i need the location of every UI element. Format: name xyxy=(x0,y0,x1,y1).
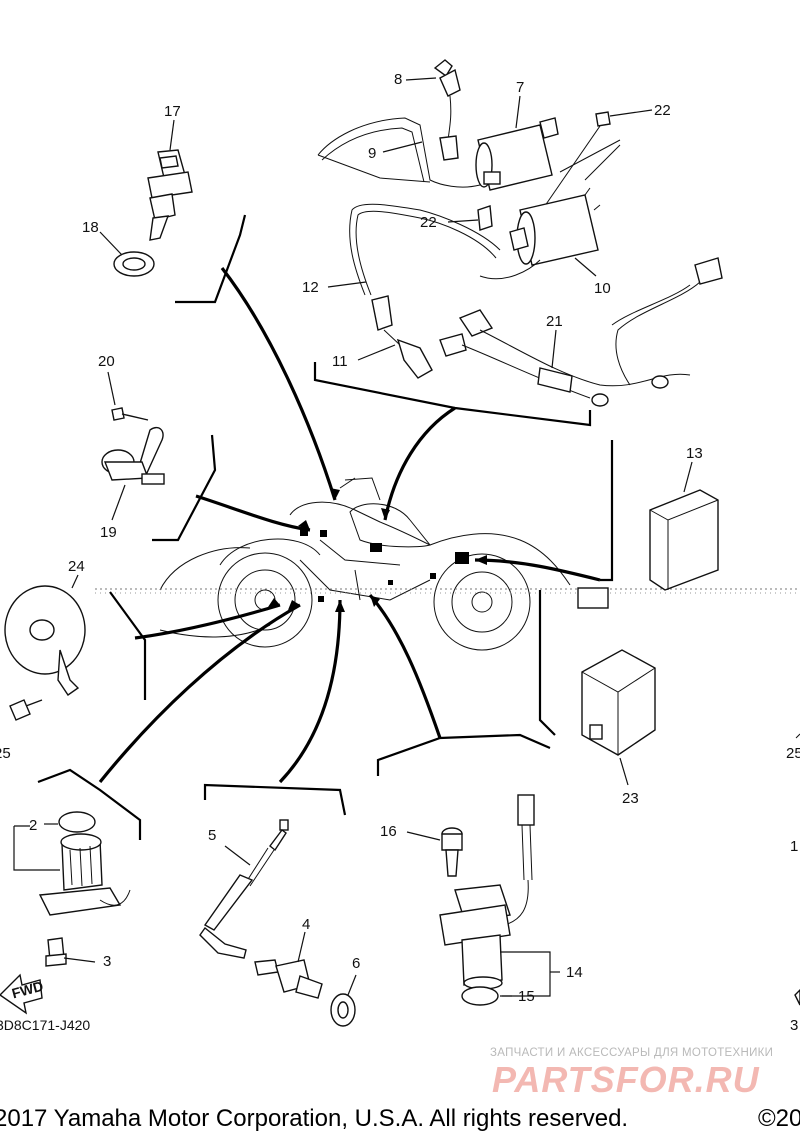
callout-16: 16 xyxy=(380,823,397,840)
copyright-text: 2017 Yamaha Motor Corporation, U.S.A. Al… xyxy=(0,1105,628,1132)
callout-14: 14 xyxy=(566,964,583,981)
diagram-code: 3D8C171-J420 xyxy=(0,1017,90,1033)
callout-19: 19 xyxy=(100,524,117,541)
part-4-spark-plug xyxy=(254,959,323,999)
callout-2: 2 xyxy=(29,817,37,834)
callout-24: 24 xyxy=(68,558,85,575)
callout-leaders xyxy=(13,77,693,997)
part-8-plug-cap xyxy=(433,59,461,161)
watermark-tagline: ЗАПЧАСТИ И АКСЕССУАРЫ ДЛЯ МОТОТЕХНИКИ xyxy=(490,1047,773,1059)
dotted-band xyxy=(95,588,800,594)
callout-22-top: 22 xyxy=(654,102,671,119)
callout-13: 13 xyxy=(686,445,703,462)
part-13-ecu xyxy=(577,489,719,609)
copyright-right-fragment: ©20 xyxy=(758,1105,800,1132)
part-10-ignition-coil xyxy=(509,187,601,266)
callout-9: 9 xyxy=(368,145,376,162)
part-18-washer xyxy=(113,251,155,277)
part-5-lead xyxy=(199,819,289,959)
part-19-sensor xyxy=(101,426,165,485)
callout-20: 20 xyxy=(98,353,115,370)
callout-7: 7 xyxy=(516,79,524,96)
callout-11: 11 xyxy=(332,353,348,370)
callout-3: 3 xyxy=(103,953,111,970)
callout-25-right-edge: 25 xyxy=(786,745,800,762)
callout-15: 15 xyxy=(518,988,535,1005)
callout-12: 12 xyxy=(302,279,319,296)
group-brackets xyxy=(37,214,614,840)
callout-5: 5 xyxy=(208,827,216,844)
part-17-temperature-sensor xyxy=(147,149,193,241)
callout-6: 6 xyxy=(352,955,360,972)
callout-23: 23 xyxy=(622,790,639,807)
part-23-relay xyxy=(581,649,656,756)
callout-18: 18 xyxy=(82,219,99,236)
part-2-o-ring xyxy=(58,811,96,833)
part-6-gasket xyxy=(330,993,356,1027)
part-24-horn xyxy=(4,585,86,696)
part-14-crank-sensor xyxy=(439,794,535,990)
part-7-ignition-coil xyxy=(475,117,559,191)
fwd-label: FWD xyxy=(10,978,45,1002)
part-9-lead xyxy=(317,117,481,188)
part-20-bolt xyxy=(111,407,149,421)
part-12-lead xyxy=(349,203,541,296)
watermark-brand: PARTSFOR.RU xyxy=(492,1059,760,1100)
part-1-speed-sensor xyxy=(38,833,131,916)
leader-lines xyxy=(98,267,601,784)
part-22-bolt-mid xyxy=(477,205,493,231)
callout-10: 10 xyxy=(594,280,611,297)
part-15-o-ring xyxy=(461,986,499,1006)
callout-25: 25 xyxy=(0,745,11,762)
part-11-plug-cap xyxy=(371,295,433,379)
callout-17: 17 xyxy=(164,103,181,120)
part-21-wire-harness xyxy=(439,257,723,407)
right-edge-fragments xyxy=(794,733,800,1006)
part-3-bolt xyxy=(45,937,67,967)
callout-22-mid: 22 xyxy=(420,214,437,231)
motorcycle-outline xyxy=(159,477,571,651)
part-16-bolt xyxy=(441,827,463,877)
callout-8: 8 xyxy=(394,71,402,88)
part-25-bolt xyxy=(9,699,43,721)
callout-3-right-edge: 3 xyxy=(790,1017,798,1034)
callout-21: 21 xyxy=(546,313,563,330)
callout-1-right-edge: 1 xyxy=(790,838,798,855)
part-22-bolt-top xyxy=(519,111,611,243)
fwd-arrow-icon: FWD xyxy=(0,973,45,1015)
callout-labels: 17 18 20 19 24 25 2 3 5 4 6 16 14 15 23 … xyxy=(0,71,800,1034)
callout-4: 4 xyxy=(302,916,310,933)
